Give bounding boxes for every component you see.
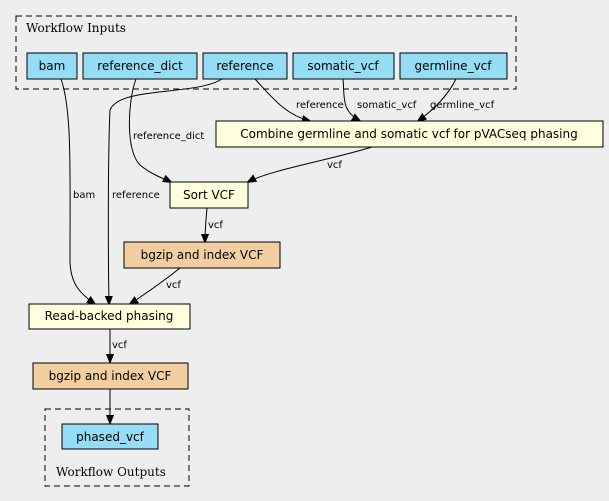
edge-ref-combine: reference — [254, 78, 344, 121]
output-node-phased-vcf-label: phased_vcf — [76, 430, 145, 444]
edge-label-vcf-bgzip1: vcf — [208, 220, 223, 231]
workflow-outputs-cluster: Workflow Outputs — [44, 408, 190, 487]
input-node-reference-dict-label: reference_dict — [97, 59, 183, 73]
edge-bgzip1-phasing: vcf — [130, 267, 181, 304]
input-node-reference[interactable]: reference — [202, 52, 288, 80]
workflow-inputs-label: Workflow Inputs — [26, 21, 126, 35]
edge-label-bam: bam — [73, 190, 95, 201]
workflow-inputs-cluster: Workflow Inputs — [15, 15, 517, 90]
input-node-bam[interactable]: bam — [26, 52, 78, 80]
edge-combine-sort: vcf — [248, 146, 373, 182]
tool-node-bgzip-1[interactable]: bgzip and index VCF — [123, 241, 281, 269]
input-node-bam-label: bam — [39, 59, 66, 73]
edge-label-vcf-phasing: vcf — [166, 280, 181, 291]
input-node-somatic-vcf-label: somatic_vcf — [307, 59, 379, 73]
edge-label-vcf-bgzip2: vcf — [112, 340, 127, 351]
edge-ref-phasing: reference — [108, 78, 223, 304]
edge-refdict-sort: reference_dict — [128, 78, 204, 182]
tool-node-bgzip-2-label: bgzip and index VCF — [49, 369, 172, 383]
edge-phasing-bgzip2: vcf — [110, 329, 127, 362]
edge-label-vcf-sort: vcf — [327, 160, 342, 171]
input-node-somatic-vcf[interactable]: somatic_vcf — [292, 52, 395, 80]
edge-label-reference-phasing: reference — [112, 190, 160, 201]
tool-node-bgzip-2[interactable]: bgzip and index VCF — [32, 362, 189, 390]
step-node-combine-label: Combine germline and somatic vcf for pVA… — [240, 127, 577, 141]
edge-label-somatic-vcf: somatic_vcf — [357, 100, 417, 111]
input-node-reference-label: reference — [216, 59, 273, 73]
step-node-sort-vcf[interactable]: Sort VCF — [169, 181, 249, 209]
edge-bam-phasing: bam — [60, 78, 95, 304]
workflow-outputs-label: Workflow Outputs — [56, 465, 166, 479]
tool-node-bgzip-1-label: bgzip and index VCF — [141, 248, 264, 262]
output-node-phased-vcf[interactable]: phased_vcf — [61, 423, 159, 450]
input-node-reference-dict[interactable]: reference_dict — [82, 52, 198, 80]
step-node-combine[interactable]: Combine germline and somatic vcf for pVA… — [215, 120, 604, 148]
edge-label-reference-dict: reference_dict — [133, 131, 204, 142]
edge-label-reference-combine: reference — [296, 100, 344, 111]
step-node-sort-vcf-label: Sort VCF — [183, 188, 235, 202]
edge-germline-combine: germline_vcf — [418, 78, 495, 121]
input-node-germline-vcf-label: germline_vcf — [415, 59, 493, 73]
input-node-germline-vcf[interactable]: germline_vcf — [399, 52, 508, 80]
edge-sort-bgzip1: vcf — [205, 207, 223, 242]
edge-label-germline-vcf: germline_vcf — [430, 100, 495, 111]
step-node-read-backed-phasing[interactable]: Read-backed phasing — [28, 303, 191, 330]
step-node-read-backed-phasing-label: Read-backed phasing — [45, 309, 174, 323]
edge-somatic-combine: somatic_vcf — [342, 78, 417, 121]
